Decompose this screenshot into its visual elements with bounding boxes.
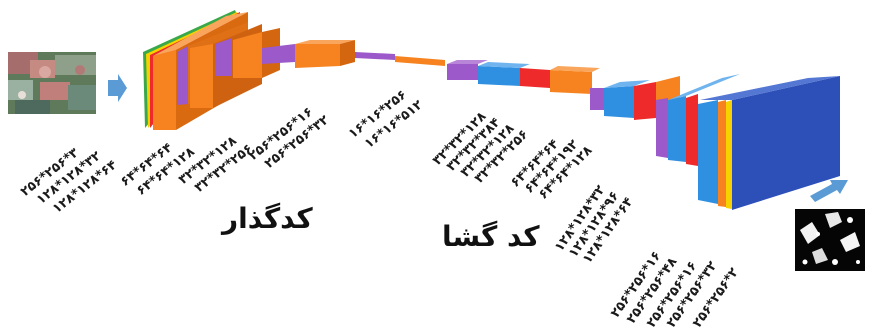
encoder-block-3-front [233,32,262,78]
decoder-blue-4 [698,100,718,204]
decoder-yellow [726,100,732,209]
decoder-purple-3 [656,98,668,158]
decoder-purple-2 [590,88,604,110]
input-satellite-image [8,52,96,114]
decoder-blue-1 [478,66,520,86]
decoder-title: کد گشا [442,220,540,253]
decoder-orange-1 [550,70,592,94]
decoder-red-3 [686,94,698,166]
bottleneck-blocks [355,52,445,66]
encoder-block-2-front [190,44,213,108]
bottleneck-orange [395,56,445,66]
decoder-blue-2 [604,86,634,118]
encoder-title: کدگذار [222,202,313,235]
output-mask-image [795,209,865,271]
decoder-blue-3 [668,96,686,162]
encoder-purple-layer-1 [177,46,188,105]
encoder-block-1-front [153,50,176,130]
encoder-purple-layer-2 [215,38,232,76]
encoder-blocks [143,10,355,130]
decoder-purple-1 [447,64,478,80]
encoder-block-4-front [295,44,340,68]
decoder-red-2 [634,82,656,120]
bottleneck-purple [355,52,395,60]
decoder-orange-3 [718,100,726,207]
input-arrow-icon [108,74,127,102]
decoder-red-1 [520,68,550,88]
